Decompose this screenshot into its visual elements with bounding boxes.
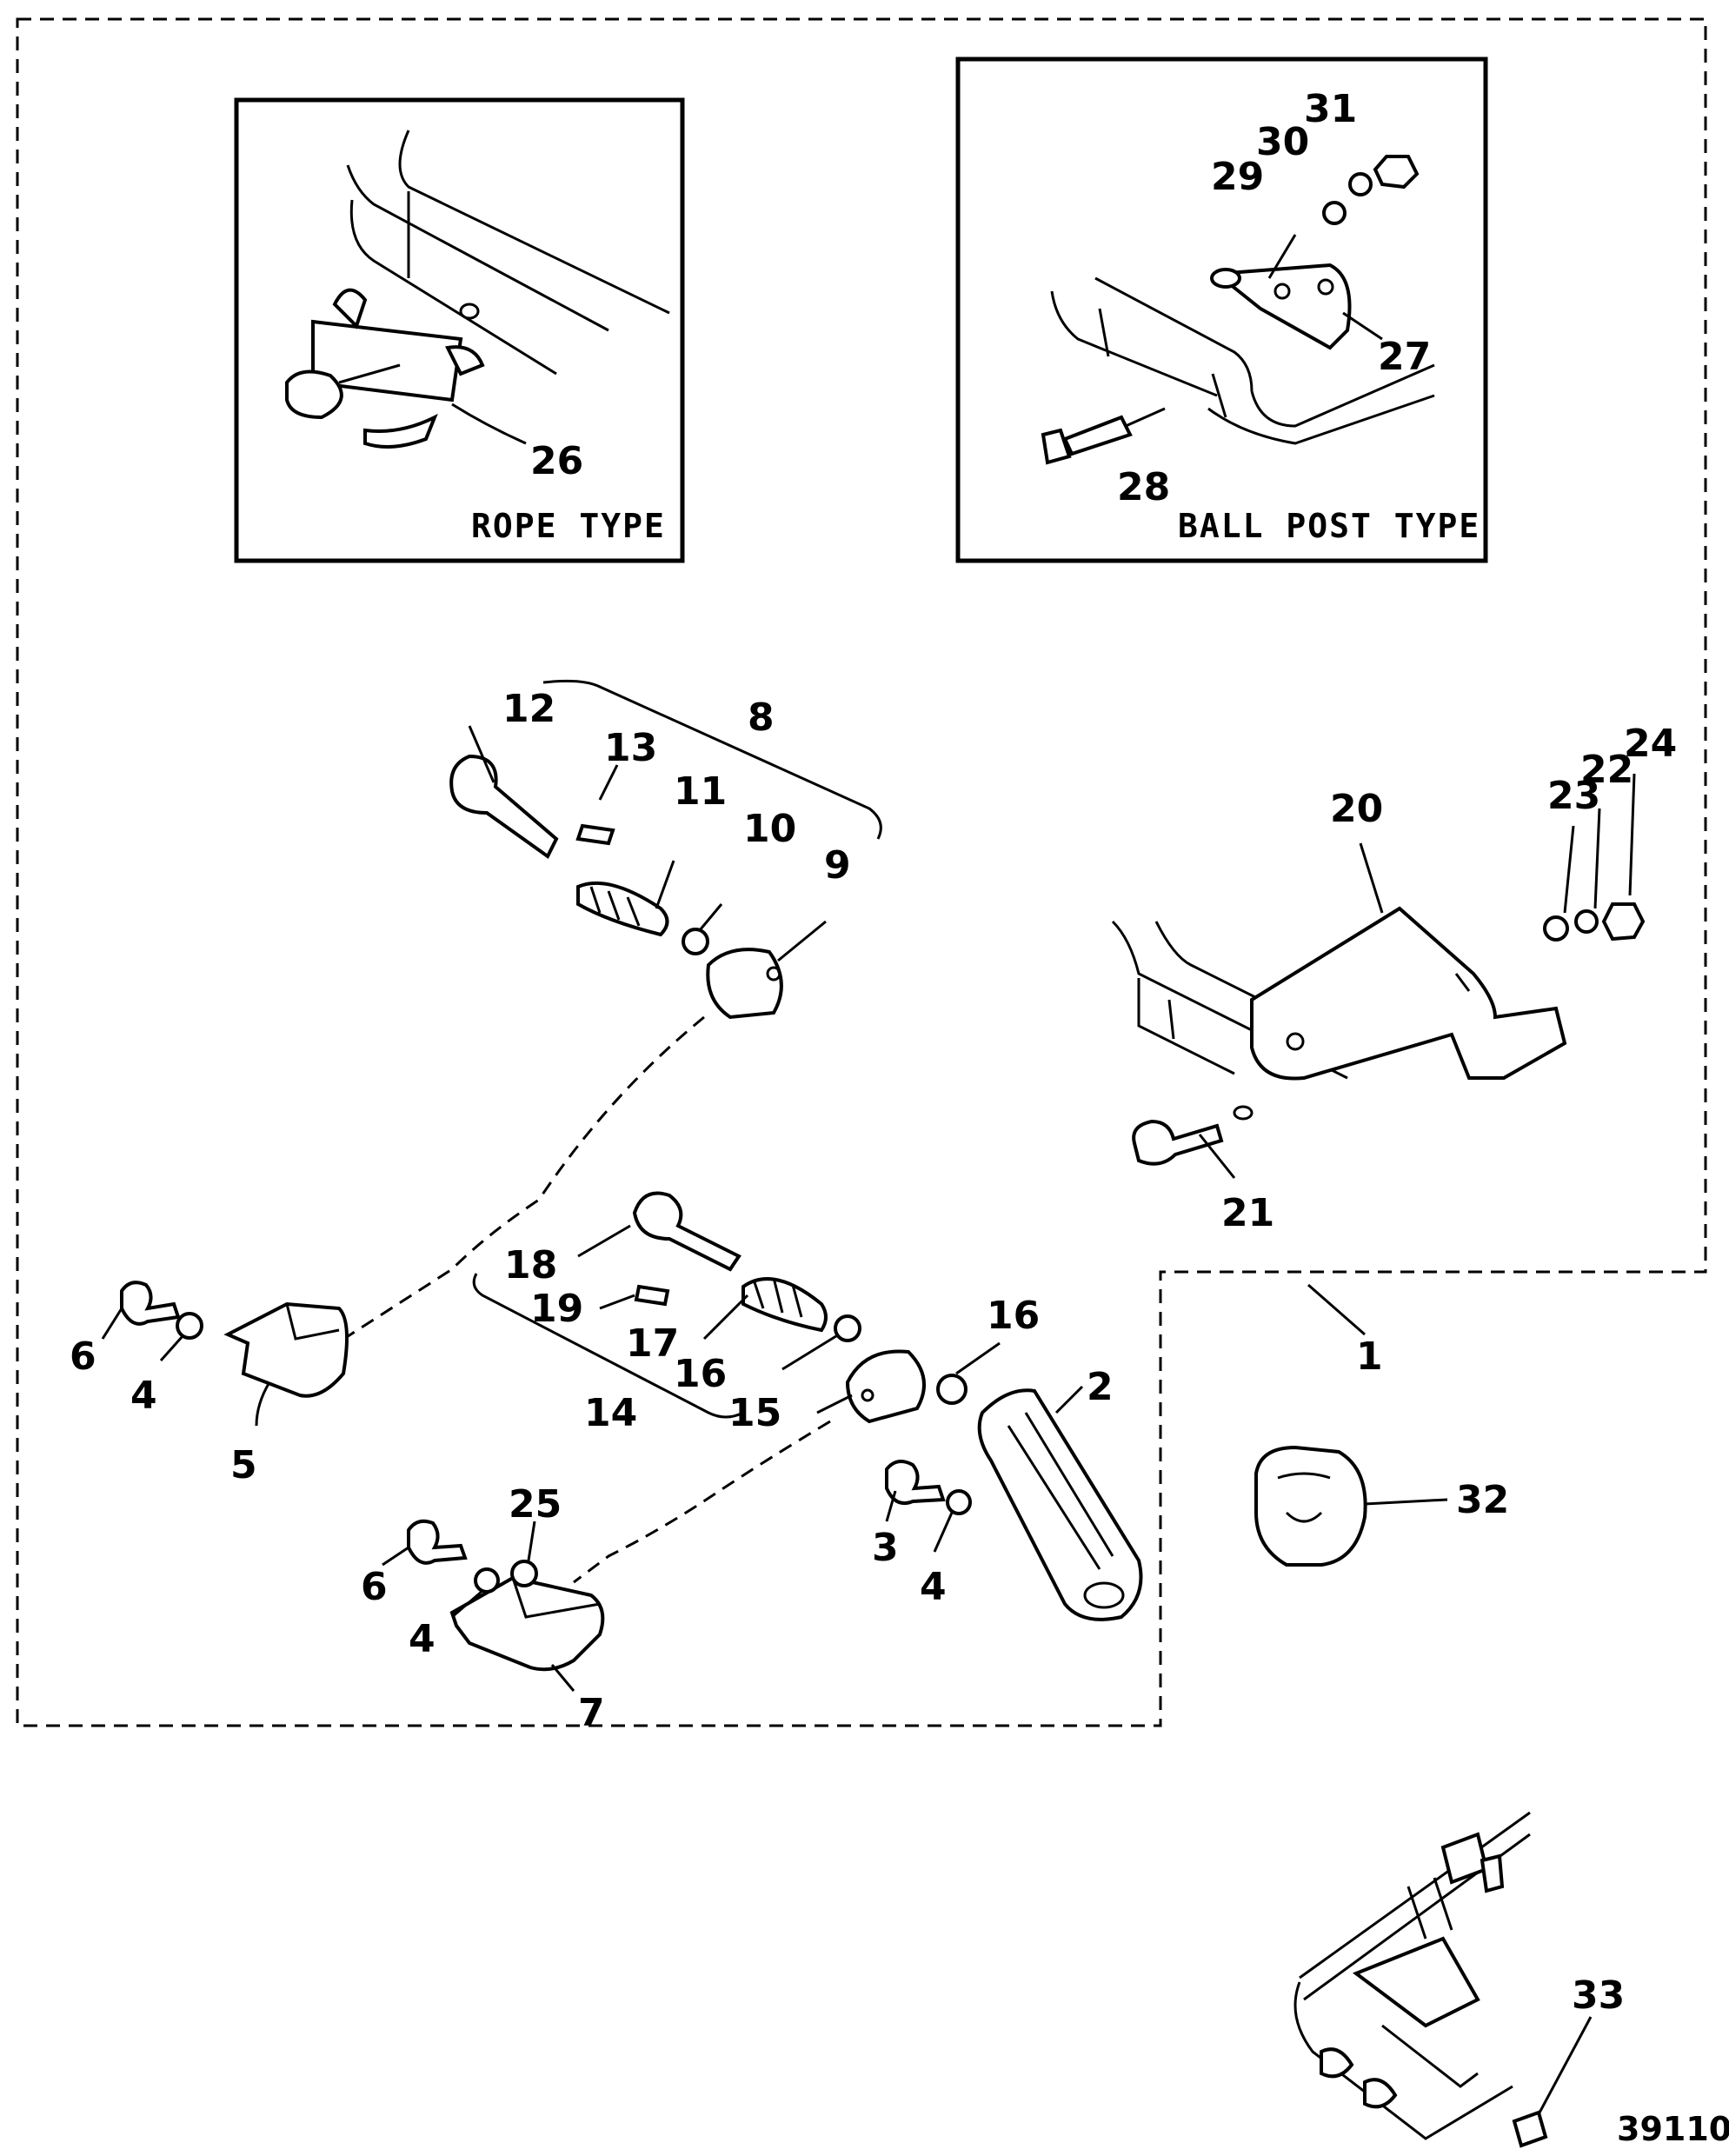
callout-16-right: 16 (987, 1294, 1040, 1338)
lower-detent-assembly (577, 1191, 1001, 1424)
callout-4-upper: 4 (130, 1374, 157, 1418)
callout-4-right: 4 (920, 1565, 947, 1609)
callout-6-lower: 6 (361, 1565, 388, 1609)
callout-16-left: 16 (674, 1352, 727, 1396)
figure-number: 39110 (1617, 2110, 1729, 2148)
callout-10: 10 (743, 807, 796, 851)
callout-21: 21 (1221, 1191, 1274, 1235)
callout-12: 12 (502, 687, 555, 731)
callout-4-lower-left: 4 (409, 1617, 436, 1661)
callout-1: 1 (1356, 1334, 1383, 1379)
rope-type-inset (234, 97, 685, 563)
ball-post-illustration (1041, 155, 1435, 465)
cowl-bracket-illustration (1111, 773, 1646, 1179)
callout-17: 17 (626, 1321, 679, 1366)
hardware-parts (101, 1281, 1448, 1692)
bracket-14 (472, 1273, 744, 1419)
rope-clip-illustration (285, 130, 670, 449)
callout-27: 27 (1378, 335, 1431, 379)
upper-detent-assembly (449, 725, 827, 1020)
callout-23: 23 (1547, 774, 1600, 818)
callout-14: 14 (584, 1391, 637, 1435)
kit-outline (16, 17, 1707, 1727)
callout-2: 2 (1087, 1365, 1114, 1409)
callout-25: 25 (509, 1482, 562, 1527)
callout-15: 15 (728, 1391, 781, 1435)
location-view-illustration (1293, 1811, 1593, 2148)
callout-24: 24 (1624, 722, 1677, 766)
callout-19: 19 (530, 1287, 583, 1331)
callout-1-leader (1307, 1283, 1366, 1336)
callout-26: 26 (530, 439, 583, 483)
ball-post-type-inset (955, 57, 1488, 563)
callout-8: 8 (748, 695, 775, 740)
callout-6-upper: 6 (70, 1334, 96, 1379)
callout-32: 32 (1456, 1478, 1509, 1522)
rope-type-caption: ROPE TYPE (471, 507, 666, 545)
callout-5: 5 (230, 1443, 257, 1487)
callout-11: 11 (674, 769, 727, 814)
callout-30: 30 (1256, 120, 1309, 164)
callout-28: 28 (1117, 465, 1170, 509)
callout-22: 22 (1580, 748, 1633, 792)
callout-31: 31 (1304, 87, 1357, 131)
ball-post-type-caption: BALL POST TYPE (1178, 507, 1480, 545)
callout-9: 9 (824, 843, 851, 888)
lower-cable (573, 1420, 831, 1584)
bracket-8 (542, 679, 882, 840)
callout-3: 3 (872, 1526, 899, 1570)
callout-33: 33 (1572, 1973, 1625, 2018)
callout-29: 29 (1211, 155, 1264, 199)
callout-13: 13 (604, 726, 657, 770)
upper-cable (329, 1015, 705, 1349)
callout-7: 7 (578, 1691, 605, 1735)
callout-18: 18 (504, 1243, 557, 1288)
callout-20: 20 (1330, 787, 1383, 831)
